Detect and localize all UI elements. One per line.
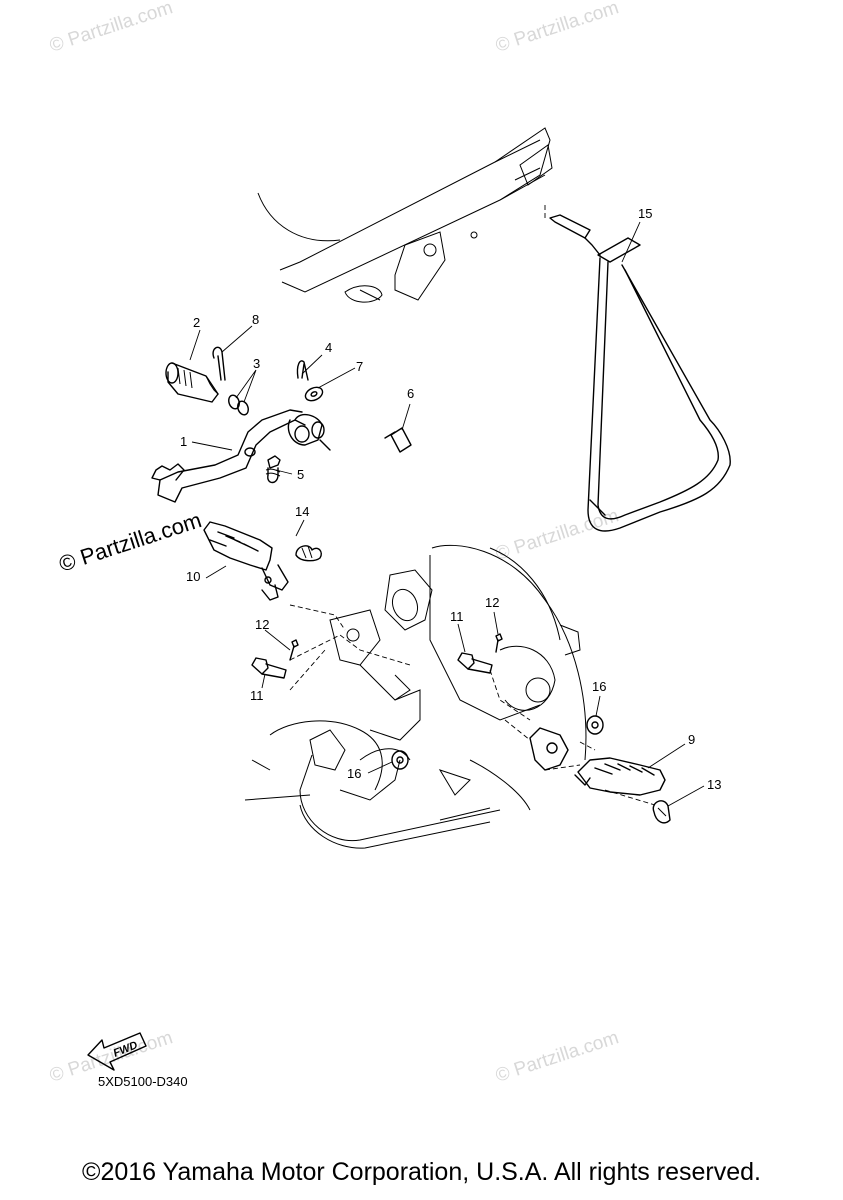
callout-16-right: 16: [592, 679, 606, 694]
right-peg-bracket: [529, 727, 569, 771]
part-bolt-11-left[interactable]: [251, 657, 287, 679]
assembly-lines: [289, 205, 656, 806]
callout-16-left: 16: [347, 766, 361, 781]
watermark-top-left: © Partzilla.com: [47, 0, 175, 57]
watermark-top-right: © Partzilla.com: [493, 0, 621, 57]
watermark-mid-right: © Partzilla.com: [493, 505, 621, 565]
diagram-code: 5XD5100-D340: [98, 1074, 188, 1089]
callout-5: 5: [297, 467, 304, 482]
part-cotter-pin-8[interactable]: [212, 346, 226, 381]
callout-1: 1: [180, 434, 187, 449]
part-spring-5[interactable]: [265, 455, 281, 484]
part-o-rings[interactable]: [227, 394, 250, 417]
callout-2: 2: [193, 315, 200, 330]
callout-labels: 2 8 3 4 7 6 1 5 14 10 12 11 11 12 16 16 …: [180, 206, 721, 792]
callout-4: 4: [325, 340, 332, 355]
part-spring-14[interactable]: [295, 545, 322, 562]
callout-15: 15: [638, 206, 652, 221]
watermark-layer: © Partzilla.com © Partzilla.com © Partzi…: [47, 0, 621, 1087]
callout-11-right: 11: [450, 609, 464, 624]
part-footpeg-9[interactable]: [574, 757, 666, 796]
part-pivot-shaft[interactable]: [165, 362, 219, 403]
part-footpeg-10[interactable]: [203, 521, 289, 601]
part-collar-16-right[interactable]: [586, 715, 604, 735]
leader-lines: [189, 221, 705, 807]
callout-10: 10: [186, 569, 200, 584]
callout-14: 14: [295, 504, 309, 519]
callout-9: 9: [688, 732, 695, 747]
part-washer-7[interactable]: [303, 385, 324, 403]
part-bolt-11-right[interactable]: [457, 652, 493, 674]
watermark-side: © Partzilla.com: [56, 507, 205, 577]
callout-11-left: 11: [250, 688, 264, 703]
part-pin-12-left[interactable]: [289, 639, 299, 661]
part-collar-16-left[interactable]: [391, 750, 409, 770]
callout-3: 3: [253, 356, 260, 371]
callout-6: 6: [407, 386, 414, 401]
callout-8: 8: [252, 312, 259, 327]
callout-12-left: 12: [255, 617, 269, 632]
copyright-notice: ©2016 Yamaha Motor Corporation, U.S.A. A…: [82, 1158, 761, 1186]
part-pin-12-right[interactable]: [495, 633, 503, 653]
callout-13: 13: [707, 777, 721, 792]
callout-7: 7: [356, 359, 363, 374]
engine-outline: [244, 544, 587, 849]
part-clip-13[interactable]: [652, 800, 671, 824]
part-cotter-pin-4[interactable]: [296, 360, 309, 381]
watermark-bottom-right: © Partzilla.com: [493, 1027, 621, 1087]
part-side-stand[interactable]: [549, 214, 731, 532]
frame-outline: [257, 127, 553, 303]
part-brake-pedal[interactable]: [151, 409, 331, 503]
part-clevis-pin-6[interactable]: [384, 427, 412, 453]
callout-12-right: 12: [485, 595, 499, 610]
